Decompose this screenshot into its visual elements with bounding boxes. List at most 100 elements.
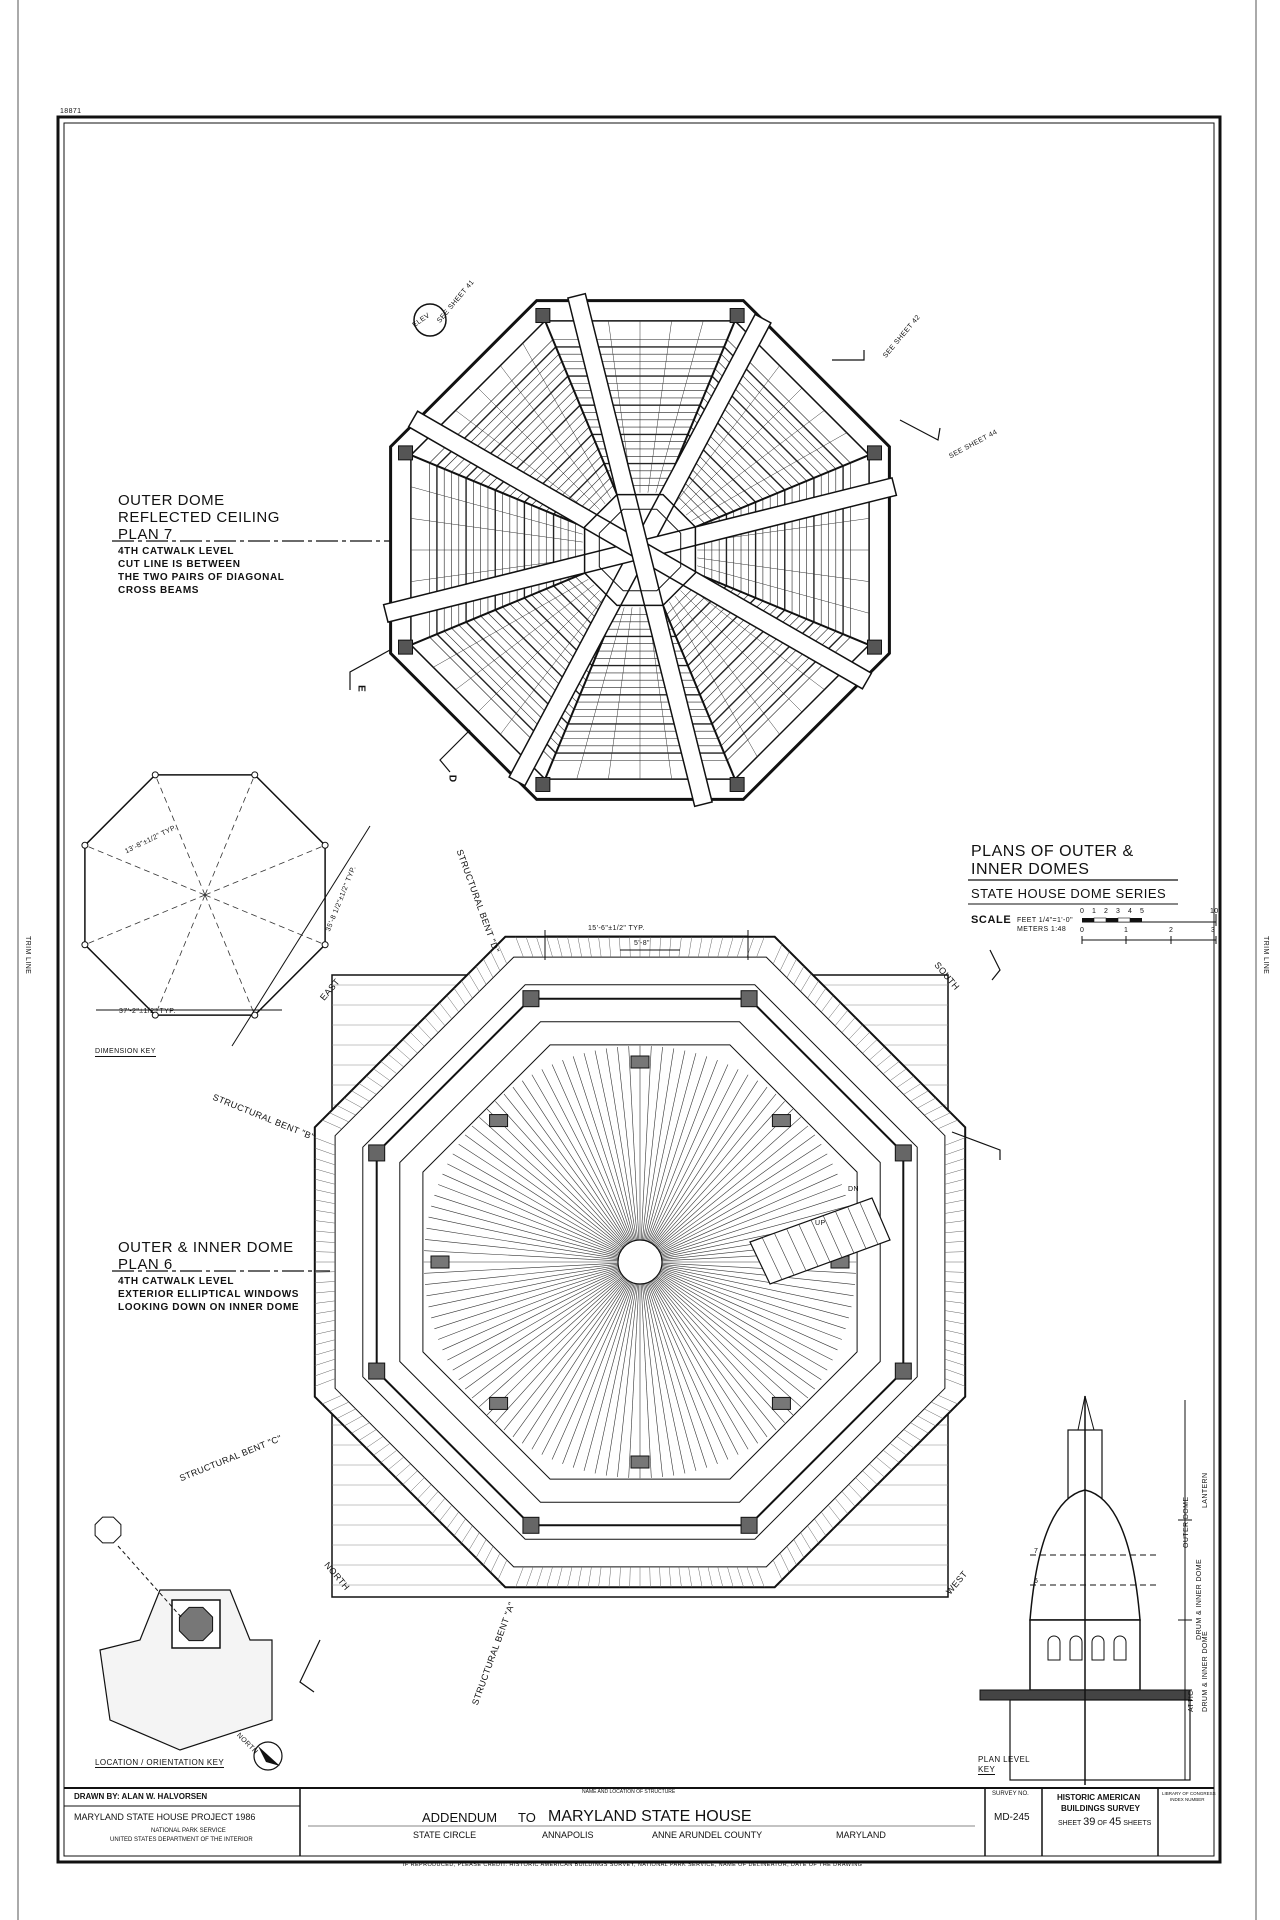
sheet-title-line: INNER DOMES [971,861,1090,878]
plan6-radial-plank [458,1143,622,1251]
plan6-brick-hatch [314,1271,336,1273]
location-part: ANNAPOLIS [542,1830,594,1840]
dimkey-node [151,1011,159,1019]
corner-mark: 18871 [60,108,82,115]
plan6-radial-plank [426,1265,619,1297]
plan6-radial-plank [503,1093,627,1246]
plan6-radial-plank [640,1046,652,1241]
plan6-radial-plank [650,1280,749,1450]
plan6-brick-hatch [490,1553,501,1573]
plan6-brick-hatch [869,1463,885,1478]
plan6-rib-block [430,1255,450,1269]
plan6-radial-plank [424,1250,619,1262]
habs-line: BUILDINGS SURVEY [1061,1804,1140,1813]
plan6-radial-plank [660,1184,842,1255]
habs-line: HISTORIC AMERICAN [1057,1793,1141,1802]
plan6-brick-hatch [931,1401,951,1412]
plan6-radial-plank [426,1227,619,1259]
plan6-brick-hatch [314,1158,336,1166]
plan6-brick-hatch [468,973,480,992]
plan7-center-ring [583,493,697,607]
plan6-brick-hatch [314,1339,336,1346]
plan6-stair-tread [761,1237,783,1280]
plan6-radial-plank [656,1117,801,1248]
plan6-brick-hatch [343,1415,363,1427]
section-label-attic: ATTIC [1188,1690,1195,1712]
sheet-number-line: SHEET 39 OF 45 SHEETS [1058,1816,1151,1828]
plan6-brick-hatch [336,1105,356,1116]
section-window [1091,1635,1105,1661]
plan6-radial-plank [660,1269,842,1340]
plan6-radial-plank [656,1275,809,1399]
location-key-drawing [94,1516,283,1771]
plan6-brick-hatch [668,1566,672,1588]
project-name: MARYLAND STATE HOUSE PROJECT 1986 [74,1812,256,1822]
plan6-brick-hatch [698,1566,703,1588]
plan6-radial-plank [551,1064,632,1243]
plan6-brick-hatch [314,1378,336,1387]
dimkey-node [151,771,159,779]
plan7-note: CUT LINE IS BETWEEN [118,559,241,570]
plan6-brick-hatch [314,1199,336,1204]
plan6-brick-hatch [587,1566,592,1588]
plan6-radial-plank [661,1262,856,1274]
plan7-purlin-line [697,557,870,582]
plan6-dim-inner: 5'-8" [634,940,650,947]
credit-line: IF REPRODUCED, PLEASE CREDIT: HISTORIC A… [403,1862,863,1868]
plan6-brick-hatch [821,1511,834,1529]
north-arrow [258,1746,280,1766]
plan6-brick-hatch [707,936,713,958]
plan6-brick-hatch [314,1241,336,1243]
plan7-note: 4TH CATWALK LEVEL [118,546,235,557]
plan6-brick-hatch [855,1477,871,1493]
plan6-brick-hatch [395,1046,411,1061]
plan6-radial-plank [644,1050,686,1241]
plan6-brick-hatch [772,1559,783,1580]
plan6-radial-plank [541,1281,631,1455]
plan6-brick-hatch [814,987,827,1006]
plan6-brick-hatch [546,936,553,958]
plan6-radial-plank [658,1272,828,1371]
plan6-radial-plank [658,1153,828,1252]
plan6-brick-hatch [577,936,582,958]
plan6-ring [362,984,918,1540]
plan6-brick-hatch [322,1119,343,1130]
plan6-radial-plank [562,1060,633,1242]
plan6-brick-hatch [314,1349,336,1356]
plan6-brick-hatch [834,1498,849,1515]
plan6-radial-plank [464,1274,623,1390]
plan7-purlin-line [576,607,625,780]
drawn-by: DRAWN BY: ALAN W. HALVORSEN [74,1792,208,1801]
plan6-brick-hatch [387,1053,404,1068]
plan6-radial-plank [583,1283,635,1471]
plan7-post [866,639,882,655]
plan6-brick-hatch [944,1230,966,1234]
plan7-purlin-line [680,387,803,510]
plan6-radial-plank [438,1269,620,1340]
dimkey-node [81,941,89,949]
plan6-radial-plank [657,1134,816,1250]
plan6-brick-hatch [889,1443,907,1456]
plan6-radial-plank [431,1205,619,1257]
agency-line: NATIONAL PARK SERVICE [151,1828,226,1834]
plan6-brick-hatch [314,1310,336,1315]
plan6-brick-hatch [882,1449,900,1463]
plan7-purlin-line [522,343,611,499]
plan6-stair-tread [798,1224,819,1267]
plan6-radial-plank [583,1053,635,1241]
scale-tick: 3 [1211,927,1216,934]
plan6-stair-tread [859,1202,879,1245]
plan7-post [729,308,745,324]
plan6-brick-hatch [314,1281,336,1283]
plan6-brick-hatch [402,1470,418,1485]
plan6-brick-hatch [314,1178,336,1185]
plan6-brick-hatch [876,1456,893,1471]
section-label-drum: DRUM & INNER DOME [1196,1558,1203,1640]
plan7-purlin-line [647,320,672,493]
plan6-post [522,990,540,1008]
plan6-brick-hatch [395,1463,411,1478]
plan6-radial-plank [438,1184,620,1255]
plan6-brick-hatch [453,1518,466,1537]
plan6-brick-hatch [629,1566,631,1588]
plan6-brick-hatch [944,1329,966,1335]
